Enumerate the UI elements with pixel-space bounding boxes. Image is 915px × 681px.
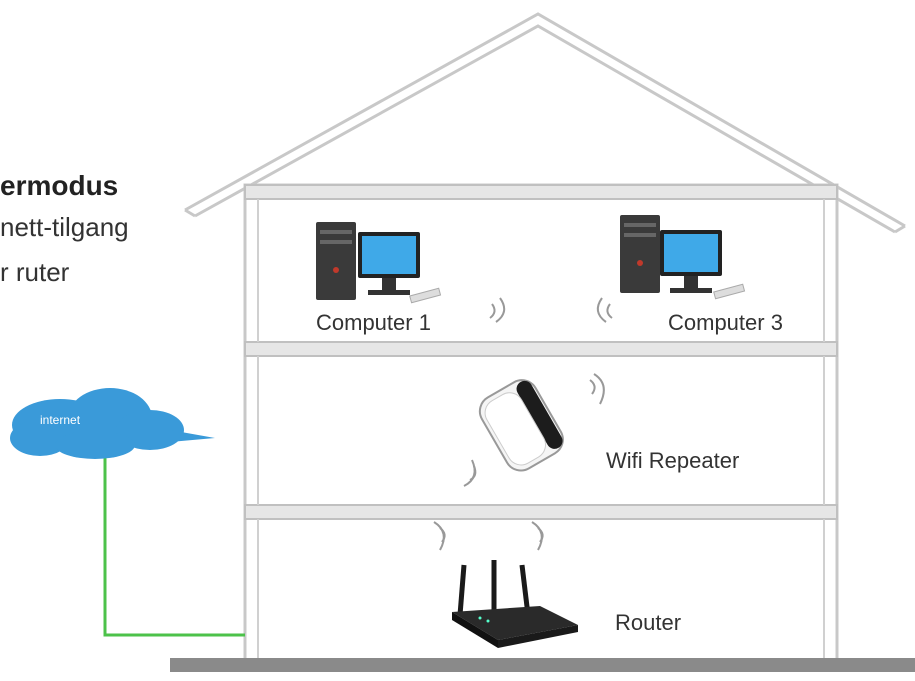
label-internet: internet xyxy=(40,413,81,427)
caption-heading: ermodus xyxy=(0,170,119,201)
wifi-signal-icon xyxy=(433,297,613,551)
ceiling-slab xyxy=(244,184,838,200)
computer-1-icon xyxy=(316,222,442,304)
label-router: Router xyxy=(615,610,682,635)
floor-slabs xyxy=(244,184,838,520)
floor-slab-middle xyxy=(244,504,838,520)
ground-line xyxy=(170,658,915,672)
caption-line-1: nett-tilgang xyxy=(0,212,129,242)
computer-3-icon xyxy=(620,215,746,300)
internet-cable xyxy=(103,440,245,637)
label-computer-3: Computer 3 xyxy=(668,310,783,335)
caption-line-2: r ruter xyxy=(0,257,70,287)
router-icon xyxy=(452,560,578,648)
inner-walls xyxy=(257,199,825,660)
floor-slab-top xyxy=(244,341,838,357)
wifi-repeater-icon xyxy=(478,379,564,472)
label-wifi-repeater: Wifi Repeater xyxy=(606,448,740,473)
roof xyxy=(184,12,906,234)
internet-cloud-icon xyxy=(10,388,215,459)
label-computer-1: Computer 1 xyxy=(316,310,431,335)
